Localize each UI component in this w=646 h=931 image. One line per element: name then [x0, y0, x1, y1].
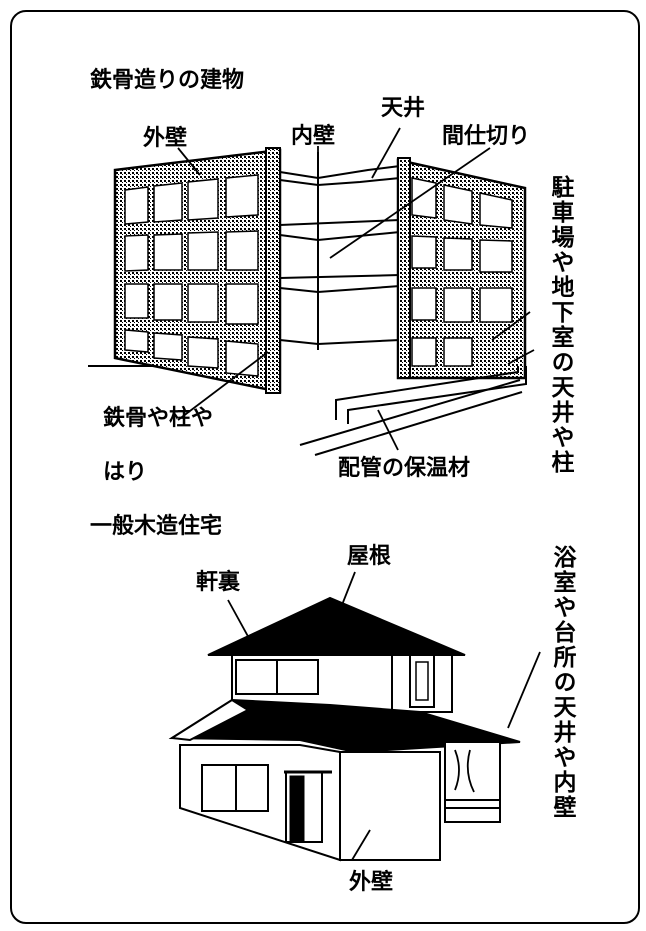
label-eaves-soffit: 軒裏	[196, 570, 241, 595]
label-bath-kitchen: 浴室や台所の天井や内壁	[549, 545, 575, 820]
lower-roof	[168, 698, 521, 754]
label-exterior-wall-steel: 外壁	[143, 126, 188, 151]
page-frame	[10, 10, 640, 924]
wooden-house-drawing	[168, 571, 541, 862]
wooden-house-heading: 一般木造住宅	[90, 514, 223, 539]
right-steel-frame	[396, 157, 527, 380]
insulated-pipe	[335, 366, 527, 424]
label-roof: 屋根	[347, 544, 392, 569]
label-exterior-wall-house: 外壁	[349, 870, 394, 895]
steel-building-drawing	[88, 127, 535, 456]
label-steel-columns-line1: 鉄骨や柱や	[103, 406, 214, 431]
label-partition: 間仕切り	[442, 124, 531, 149]
steel-leader-lines	[177, 127, 535, 451]
label-interior-wall: 内壁	[291, 124, 336, 149]
left-steel-frame	[113, 147, 282, 394]
label-steel-columns-line2: はり	[103, 460, 148, 485]
upper-roof	[207, 596, 466, 656]
house-leader-lines	[227, 571, 541, 861]
label-parking-basement: 駐車場や地下室の天井や柱	[547, 175, 573, 475]
label-pipe-insulation: 配管の保温材	[338, 456, 471, 481]
label-ceiling: 天井	[381, 96, 426, 121]
steel-building-heading: 鉄骨造りの建物	[90, 68, 245, 93]
